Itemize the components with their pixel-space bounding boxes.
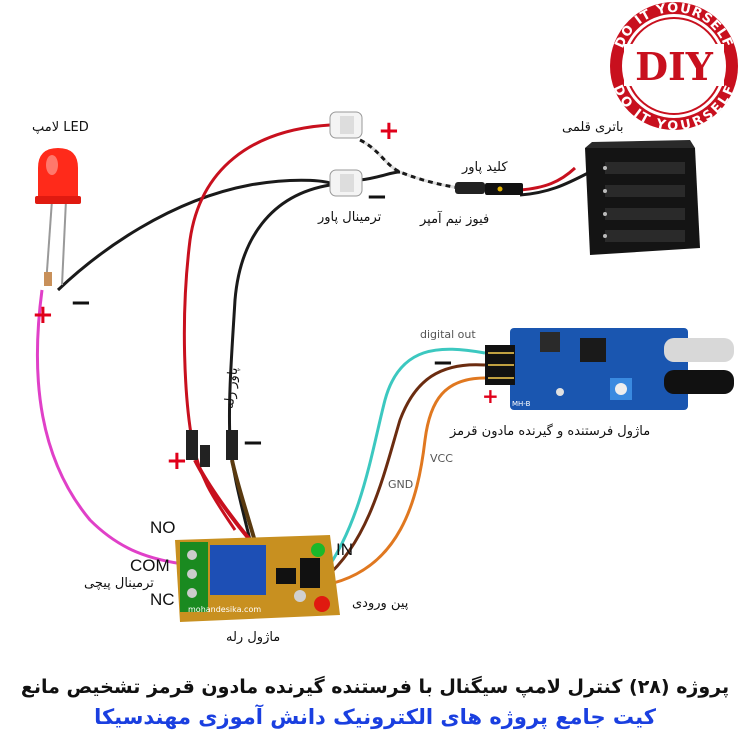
relay-board-text: mohandesika.com bbox=[188, 605, 261, 614]
plus-sign-power-top: + bbox=[378, 116, 400, 146]
vcc-label: VCC bbox=[430, 452, 453, 465]
battery-holder-label: باتری قلمی bbox=[562, 120, 624, 135]
screw-terminal-label: ترمینال پیچی bbox=[84, 576, 154, 591]
red-power-wire bbox=[182, 123, 331, 531]
minus-sign-relay: − bbox=[242, 428, 264, 458]
fuse-switch bbox=[455, 182, 523, 195]
fuse-label: فیوز نیم آمپر bbox=[420, 212, 490, 227]
twisted-battery-wire bbox=[359, 138, 461, 190]
led-negative-wire bbox=[56, 178, 331, 292]
relay-module: mohandesika.com bbox=[175, 535, 340, 622]
plus-sign-led: + bbox=[32, 300, 54, 330]
cyan-signal-wire bbox=[323, 347, 486, 573]
power-switch-label: کلید پاور bbox=[462, 160, 508, 175]
magenta-wire bbox=[35, 289, 191, 567]
power-terminal-label: ترمینال پاور bbox=[318, 210, 382, 225]
minus-sign-ir: − bbox=[432, 348, 454, 378]
project-title: پروژه (۲۸) کنترل لامپ سیگنال با فرستنده … bbox=[20, 676, 730, 698]
minus-sign-led: − bbox=[70, 288, 92, 318]
kit-subtitle: کیت جامع پروژه های الکترونیک دانش آموزی … bbox=[94, 705, 656, 729]
diy-badge: DO IT YOURSELF DO IT YOURSELF DIY bbox=[610, 1, 738, 134]
input-pins-label: پین ورودی bbox=[352, 596, 409, 611]
relay-nc-label: NC bbox=[150, 590, 175, 609]
relay-module-label: ماژول رله bbox=[226, 630, 281, 645]
ir-sensor-module: MH-B bbox=[485, 328, 734, 410]
battery-holder bbox=[585, 140, 700, 255]
orange-vcc-wire bbox=[324, 376, 486, 587]
relay-no-label: NO bbox=[150, 518, 176, 537]
led-lamp bbox=[35, 148, 81, 286]
digital-out-label: digital out bbox=[420, 328, 476, 341]
power-terminal-top bbox=[329, 111, 363, 139]
relay-in-label: IN bbox=[336, 540, 353, 559]
plus-sign-ir: + bbox=[482, 384, 499, 408]
black-power-wire bbox=[227, 183, 331, 541]
power-terminal-bottom bbox=[329, 169, 363, 197]
brown-gnd-wire bbox=[324, 363, 486, 580]
ir-module-label: ماژول فرستنده و گیرنده مادون قرمز bbox=[450, 424, 651, 439]
plus-sign-relay: + bbox=[166, 446, 188, 476]
badge-diy-text: DIY bbox=[635, 44, 714, 89]
ir-board-text: MH-B bbox=[512, 400, 531, 408]
gnd-label: GND bbox=[388, 478, 414, 491]
led-lamp-label: لامپ LED bbox=[32, 120, 89, 135]
relay-com-label: COM bbox=[130, 556, 170, 575]
minus-sign-power-bottom: − bbox=[366, 182, 388, 212]
